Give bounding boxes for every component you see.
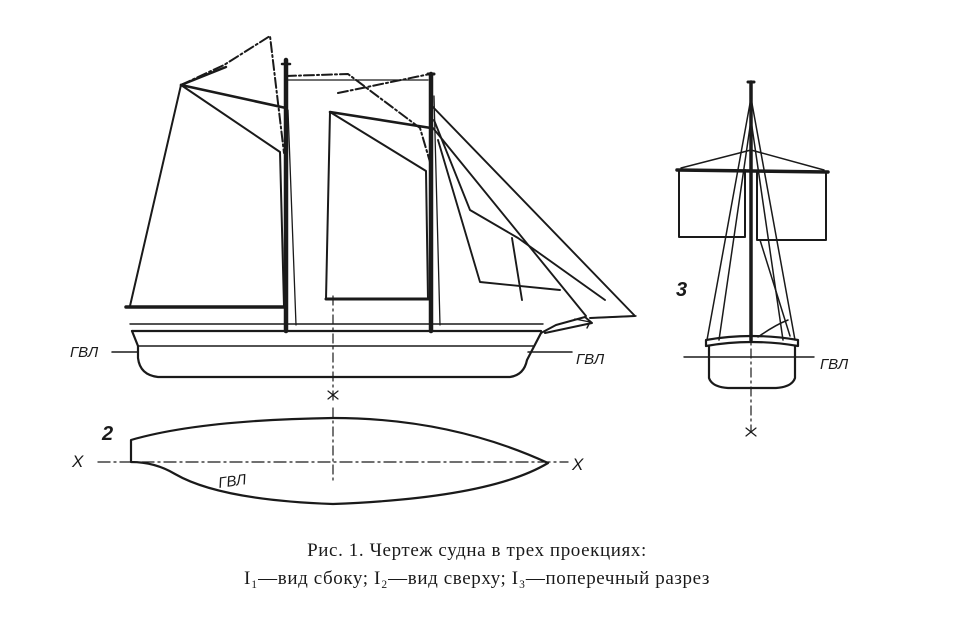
section-left-sail bbox=[678, 169, 746, 238]
axis-label-left: X bbox=[71, 452, 84, 471]
plan-view bbox=[97, 407, 569, 506]
section-rigging bbox=[680, 97, 825, 341]
ship-drawing: ГВЛ ГВЛ 2 X X ГВЛ 3 ГВЛ bbox=[70, 35, 849, 506]
side-view bbox=[111, 35, 637, 401]
waterline-label-right: ГВЛ bbox=[576, 351, 605, 368]
main-sail bbox=[129, 35, 288, 307]
view-number-3: 3 bbox=[676, 279, 687, 301]
side-hull bbox=[129, 316, 593, 379]
waterline-label-plan: ГВЛ bbox=[217, 471, 248, 492]
section-hull bbox=[704, 319, 800, 390]
waterline-label-section: ГВЛ bbox=[820, 356, 849, 373]
figure-caption-legend: I₁—вид сбоку; I₂—вид сверху; I₃—поперечн… bbox=[244, 568, 710, 589]
headsails bbox=[430, 104, 637, 319]
section-right-sail bbox=[756, 171, 827, 241]
section-view bbox=[675, 80, 830, 437]
waterline-label-left: ГВЛ bbox=[70, 344, 99, 361]
view-number-2: 2 bbox=[101, 423, 113, 445]
stays bbox=[285, 59, 441, 332]
masts bbox=[280, 57, 436, 334]
axis-label-right: X bbox=[571, 455, 584, 474]
plan-hull-outline bbox=[129, 416, 550, 506]
figure-caption-title: Рис. 1. Чертеж судна в трех проекциях: bbox=[307, 540, 647, 561]
section-yard bbox=[675, 168, 830, 174]
fore-sail bbox=[285, 73, 433, 300]
